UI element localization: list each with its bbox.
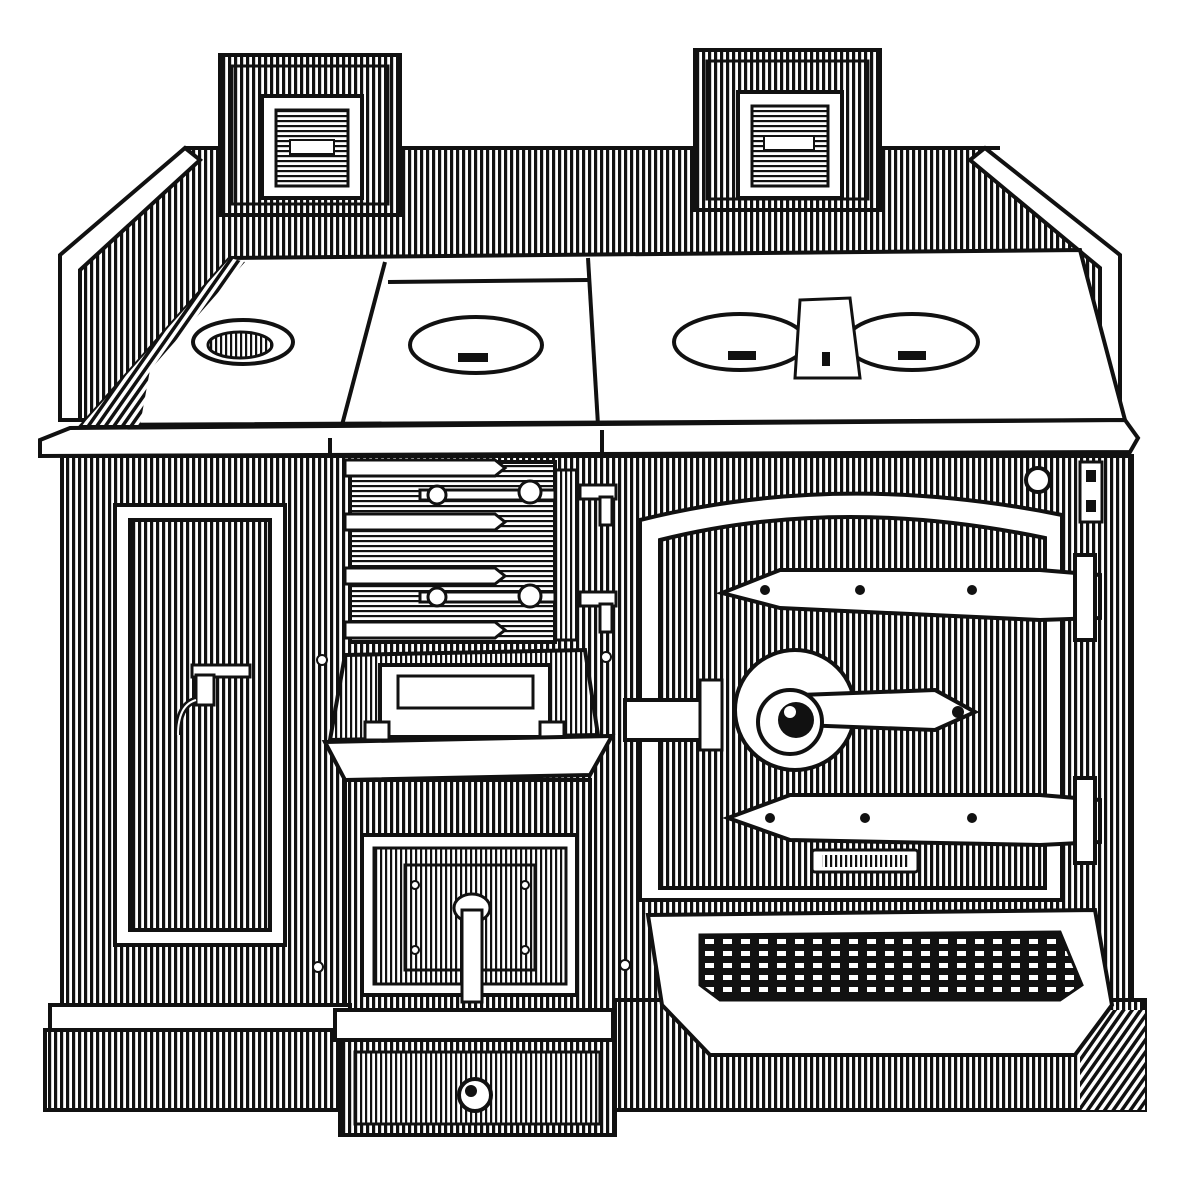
hinge-strap-bottom: [722, 776, 1102, 865]
oven-latch: [623, 648, 980, 772]
plate-label-right: [763, 135, 815, 151]
hinge-strap-top: [715, 553, 1102, 642]
burner-center: [408, 315, 544, 375]
damper-rods: [418, 479, 562, 609]
ash-door-handle-icon: [452, 892, 492, 1004]
left-chimney-block: [218, 53, 402, 217]
bolts: [312, 651, 631, 973]
cooktop: [38, 247, 1141, 459]
damper-panel: [343, 458, 618, 644]
burner-right-2: [844, 312, 980, 372]
burner-left: [191, 318, 295, 366]
reservoir-door: [113, 503, 287, 947]
damper-slide: [793, 296, 862, 380]
damper-handles: [578, 483, 618, 634]
plate-label-left: [289, 139, 335, 155]
burner-right-1: [672, 312, 808, 372]
right-chimney-block: [693, 48, 882, 212]
oven-vent-knob-icon: [1024, 466, 1052, 494]
water-tap-icon: [174, 663, 252, 736]
firebox-unit: [321, 647, 616, 1012]
damper-strap-1: [343, 458, 508, 640]
oven-door: [623, 460, 1104, 902]
hearth-grate: [645, 907, 1115, 1057]
maker-nameplate: [810, 848, 920, 874]
